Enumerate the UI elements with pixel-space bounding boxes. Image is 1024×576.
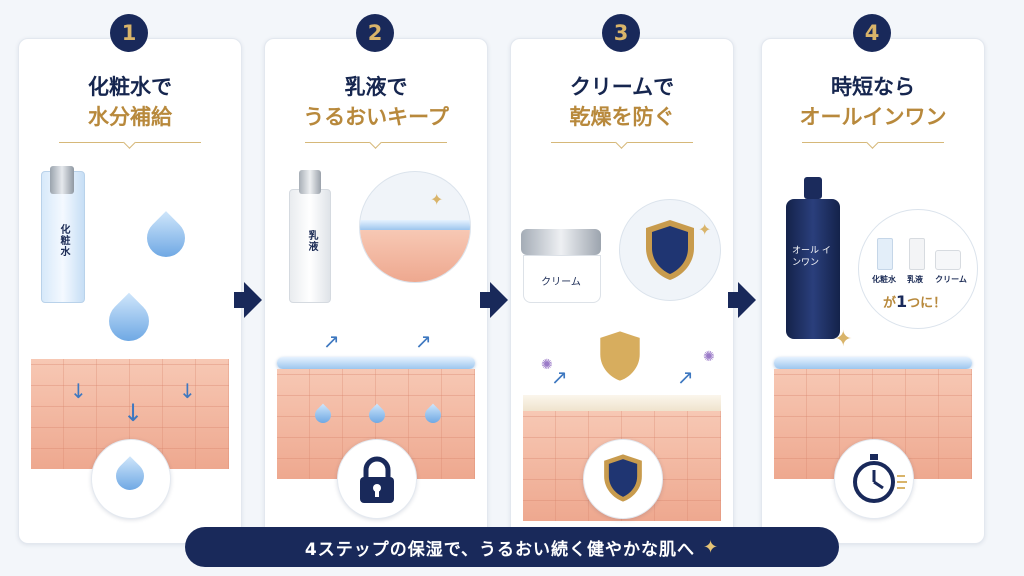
step-number-badge: 1: [110, 14, 148, 52]
skin-closeup-circle: ✦: [359, 171, 471, 283]
step-card-1: 化粧水で 水分補給 化粧水 ↓ ↓ ↓: [18, 38, 242, 544]
next-step-arrow-icon: [738, 282, 756, 318]
lotion-bottle-label: 化粧水: [58, 224, 69, 257]
step-2-title-line2: うるおいキープ: [303, 105, 449, 129]
dryness-deflect-arrow-icon: ↗: [677, 365, 694, 389]
lotion-bottle: 化粧水: [41, 166, 85, 303]
step-4-icon-circle: [834, 439, 914, 519]
step-number-badge: 4: [853, 14, 891, 52]
emulsion-bottle-label: 乳液: [306, 230, 317, 252]
divider-chevron: [866, 136, 879, 149]
next-step-arrow-icon: [244, 282, 262, 318]
germ-icon: ✺: [541, 357, 553, 373]
divider-chevron: [123, 136, 136, 149]
step-4-title-line1: 時短なら: [831, 75, 915, 99]
bubble-caption-number: 1: [896, 292, 908, 311]
all-in-one-bottle: オール インワン: [786, 177, 840, 339]
sparkle-icon: ✦: [703, 536, 720, 558]
step-1-title-line2: 水分補給: [88, 105, 172, 129]
mini-cream-jar: [935, 250, 961, 270]
down-arrow-icon: ↓: [123, 399, 144, 427]
all-in-one-label: オール インワン: [792, 246, 831, 268]
sparkle-icon: ✦: [698, 220, 712, 239]
step-2-title-line1: 乳液で: [344, 75, 408, 99]
bubble-caption-prefix: が: [883, 296, 897, 311]
shield-icon: [604, 454, 642, 502]
summary-banner: 4ステップの保湿で、うるおい続く健やかな肌へ ✦: [185, 527, 839, 567]
step-3-title-line2: 乾燥を防ぐ: [569, 105, 675, 129]
next-step-arrow-icon: [728, 292, 740, 308]
next-step-arrow-icon: [480, 292, 492, 308]
step-number-badge: 3: [602, 14, 640, 52]
step-number-badge: 2: [356, 14, 394, 52]
stopwatch-icon: [853, 454, 907, 503]
down-arrow-icon: ↓: [70, 379, 87, 403]
step-1-icon-circle: [91, 439, 171, 519]
divider-chevron: [369, 136, 382, 149]
step-2-icon-circle: [337, 439, 417, 519]
sparkle-icon: ✦: [430, 190, 444, 209]
lock-icon: [360, 456, 394, 503]
gold-shield-icon: [600, 331, 640, 381]
step-card-3: クリームで 乾燥を防ぐ クリーム ✦ ↗ ↗ ✺ ✺: [510, 38, 734, 544]
cream-jar: クリーム: [521, 229, 601, 303]
all-in-one-film: [774, 357, 972, 369]
summary-banner-text: 4ステップの保湿で、うるおい続く健やかな肌へ: [304, 539, 696, 560]
next-step-arrow-icon: [234, 292, 246, 308]
bubble-item-2: 乳液: [907, 275, 923, 284]
sparkle-icon: ✦: [834, 327, 853, 352]
divider-chevron: [615, 136, 628, 149]
bubble-item-3: クリーム: [935, 275, 967, 284]
step-3-icon-circle: [583, 439, 663, 519]
water-drop-icon: [139, 211, 193, 265]
germ-icon: ✺: [703, 349, 715, 365]
water-drop-icon: [110, 456, 150, 496]
mini-lotion-bottle: [877, 238, 893, 270]
bubble-caption-suffix: つに！: [907, 296, 947, 311]
step-4-title-line2: オールインワン: [799, 105, 947, 129]
step-card-4: 時短なら オールインワン オール インワン 化粧水 乳液 クリーム が1つに！ …: [761, 38, 985, 544]
moisture-reflect-arrow-icon: ↗: [415, 329, 432, 353]
step-card-2: 乳液で うるおいキープ 乳液 ✦ ↗ ↗: [264, 38, 488, 544]
dryness-deflect-arrow-icon: ↗: [551, 365, 568, 389]
cream-layer: [523, 395, 721, 411]
shield-icon: [646, 220, 694, 280]
moisture-reflect-arrow-icon: ↗: [323, 329, 340, 353]
water-drop-icon: [100, 292, 158, 350]
cream-jar-label: クリーム: [541, 277, 581, 288]
step-1-title-line1: 化粧水で: [88, 75, 172, 99]
comparison-bubble: 化粧水 乳液 クリーム が1つに！: [858, 209, 978, 329]
mini-emulsion-bottle: [909, 238, 925, 270]
next-step-arrow-icon: [490, 282, 508, 318]
emulsion-bottle: 乳液: [289, 170, 331, 303]
down-arrow-icon: ↓: [179, 379, 196, 403]
bubble-caption: が1つに！: [883, 292, 946, 311]
emulsion-film: [277, 357, 475, 369]
bubble-item-1: 化粧水: [872, 275, 896, 284]
step-3-title-line1: クリームで: [569, 75, 675, 99]
shield-circle: ✦: [619, 199, 721, 301]
